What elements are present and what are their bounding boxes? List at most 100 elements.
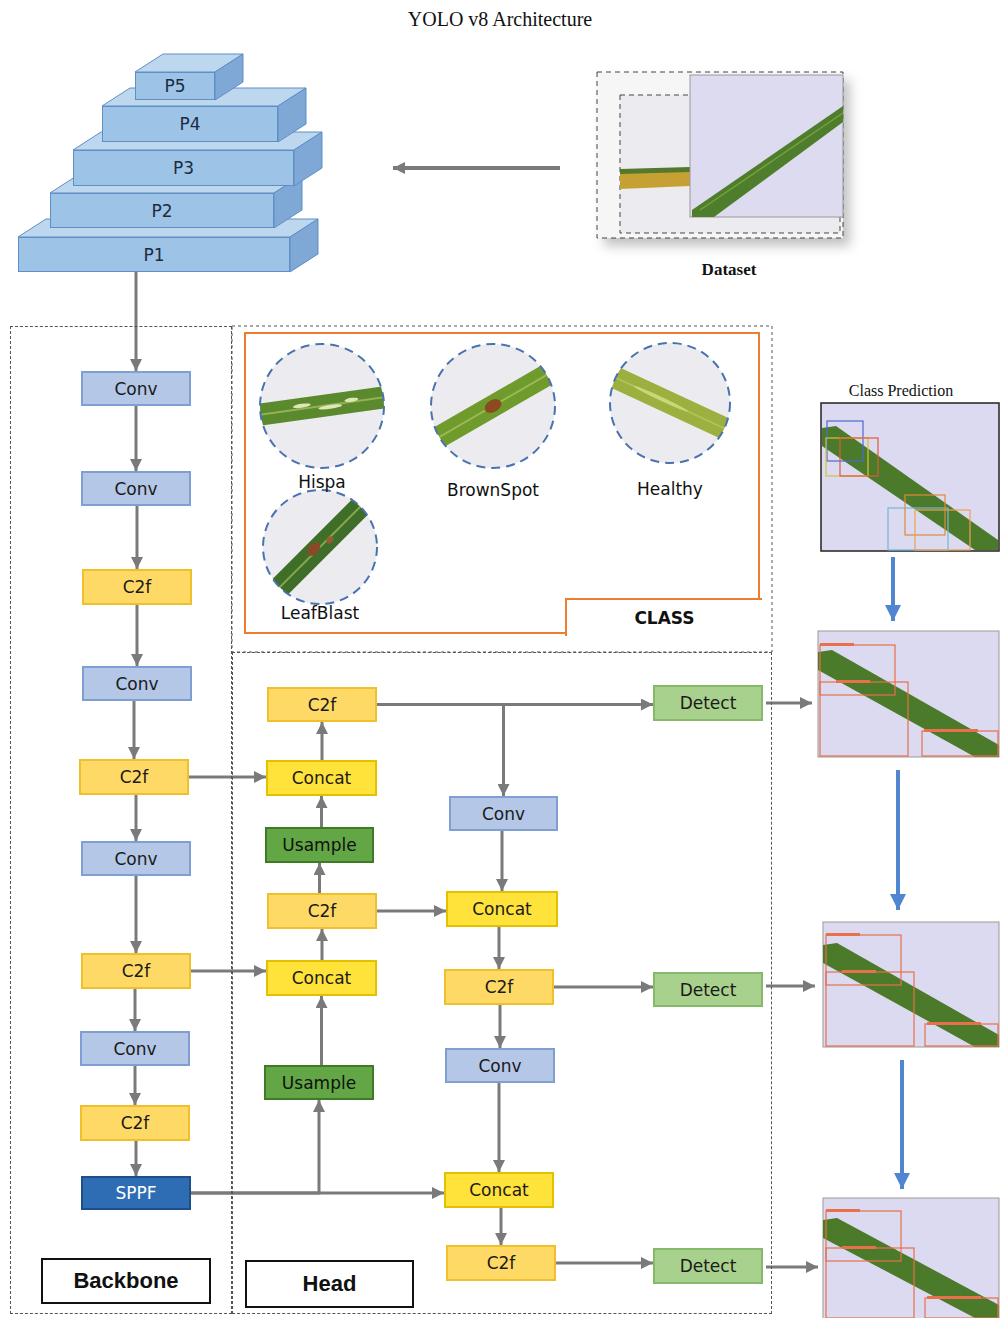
block-label: Usample (282, 1073, 356, 1093)
sequence-arrow (896, 770, 900, 910)
class-sample: Healthy (590, 341, 750, 506)
detection-tag (927, 1022, 981, 1025)
detection-tag (820, 643, 854, 646)
heading-box: CLASS (565, 598, 762, 636)
flow-arrow (135, 272, 138, 371)
c2f-block: C2f (79, 759, 189, 795)
leaf (692, 106, 843, 217)
leaf-vein (423, 365, 564, 447)
circle-outline (260, 344, 384, 468)
detection-tag (826, 1209, 860, 1212)
block-label: Detect (680, 693, 737, 713)
leaf (418, 356, 569, 456)
leaf (260, 488, 380, 606)
block-label: P3 (173, 158, 194, 178)
detection-tag (924, 729, 978, 732)
flow-arrow (135, 1141, 138, 1176)
concat-block: Concat (266, 960, 377, 996)
detect-block: Detect (653, 972, 763, 1007)
conv-block: Conv (81, 841, 191, 876)
flow-arrow (320, 796, 323, 827)
flow-arrow (377, 705, 504, 797)
class-sample: Hispa (242, 342, 402, 499)
pyramid-level: P1 (18, 237, 290, 272)
prediction-image (818, 631, 999, 757)
class-name: BrownSpot (447, 480, 539, 500)
sppf-block: SPPF (81, 1176, 191, 1210)
flow-arrow (321, 722, 324, 760)
heading-box: Backbone (41, 1258, 211, 1304)
c2f-block: C2f (80, 1105, 190, 1141)
flow-arrow (133, 701, 136, 759)
block-label: Concat (469, 1180, 528, 1200)
block-label: Conv (482, 804, 525, 824)
leaf-spot (304, 540, 322, 558)
pyramid-side (294, 132, 322, 186)
block-label: C2f (487, 1253, 516, 1273)
block-label: C2f (122, 961, 151, 981)
prediction-image (823, 922, 999, 1047)
backbone-region: BackboneConvConvC2fConvC2fConvC2fConvC2f… (10, 326, 232, 1314)
leaf-photo (590, 341, 750, 465)
pyramid-side (278, 88, 306, 142)
class-sample: BrownSpot (413, 342, 573, 507)
photo-ground (240, 488, 400, 606)
flow-arrow (501, 831, 504, 891)
detection-tag (842, 1246, 876, 1249)
block-label: Detect (680, 980, 737, 1000)
diagram-title: YOLO v8 Architecture (408, 8, 592, 30)
pyramid-faces (18, 54, 322, 272)
detection-box (826, 438, 868, 476)
detection-box (820, 682, 908, 756)
leaf-spot (633, 384, 689, 413)
detection-tag (927, 1296, 981, 1299)
block-label: P1 (143, 245, 164, 265)
caption-box: LeafBlast (240, 603, 400, 625)
concat-block: Concat (446, 891, 558, 927)
conv-block: Conv (449, 796, 558, 831)
class-name: Hispa (298, 472, 346, 492)
detection-box (820, 645, 895, 695)
output-arrow (766, 702, 812, 705)
detection-box (840, 438, 878, 476)
circle-outline (263, 490, 377, 604)
label-holder: YOLO v8 Architecture (350, 8, 650, 32)
class-sample: LeafBlast (240, 488, 400, 630)
leaf (818, 650, 999, 757)
detection-box (925, 1024, 998, 1046)
block-label: Conv (478, 1056, 521, 1076)
block-label: Concat (292, 768, 351, 788)
flow-arrow (191, 1100, 319, 1193)
pyramid-side (290, 219, 318, 272)
heading-box: Head (245, 1260, 414, 1308)
leaf-spot (325, 535, 335, 545)
detection-box (925, 1298, 998, 1318)
block-label: C2f (308, 695, 337, 715)
detection-box (826, 935, 901, 985)
region-outline (232, 326, 772, 652)
dataset-image (597, 72, 850, 246)
block-label: Concat (472, 899, 531, 919)
detection-box (915, 510, 970, 550)
flow-arrow (377, 910, 446, 913)
leaf-circle (590, 341, 750, 465)
sequence-arrow (891, 557, 895, 621)
block-label: Conv (114, 379, 157, 399)
flow-arrow (135, 406, 138, 471)
detection-box (827, 421, 863, 461)
block-label: P2 (151, 201, 172, 221)
block-label: Conv (113, 1039, 156, 1059)
flow-arrow (191, 970, 266, 973)
block-label: C2f (120, 767, 149, 787)
leaf (823, 1218, 999, 1318)
conv-block: Conv (82, 666, 192, 701)
flow-arrow (393, 166, 560, 170)
prediction-image (821, 403, 999, 551)
conv-block: Conv (81, 371, 191, 406)
image-frame (597, 72, 843, 238)
leaf-spot (293, 403, 311, 409)
flow-arrow (500, 1208, 503, 1245)
c2f-block: C2f (81, 953, 191, 989)
class-name: Healthy (637, 479, 703, 499)
